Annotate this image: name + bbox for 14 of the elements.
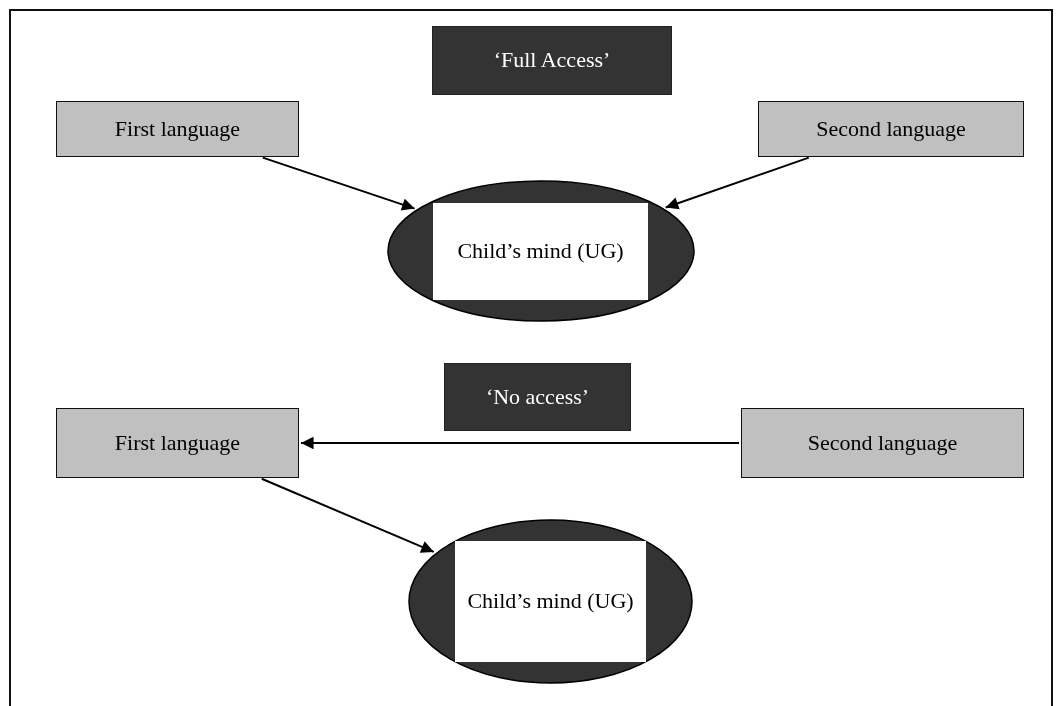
label-box: Second language bbox=[741, 408, 1024, 478]
arrow bbox=[260, 477, 435, 553]
label-box: First language bbox=[56, 408, 299, 478]
ellipse-node bbox=[387, 180, 695, 322]
label-card: Child’s mind (UG) bbox=[455, 541, 646, 662]
arrow bbox=[664, 156, 810, 210]
title-box: ‘No access’ bbox=[444, 363, 631, 431]
title-box: ‘Full Access’ bbox=[432, 26, 672, 95]
label-box: Second language bbox=[758, 101, 1024, 157]
arrow bbox=[300, 436, 740, 450]
label-card: Child’s mind (UG) bbox=[433, 203, 648, 300]
label-box: First language bbox=[56, 101, 299, 157]
arrow bbox=[261, 156, 416, 211]
ellipse-node bbox=[408, 519, 693, 684]
